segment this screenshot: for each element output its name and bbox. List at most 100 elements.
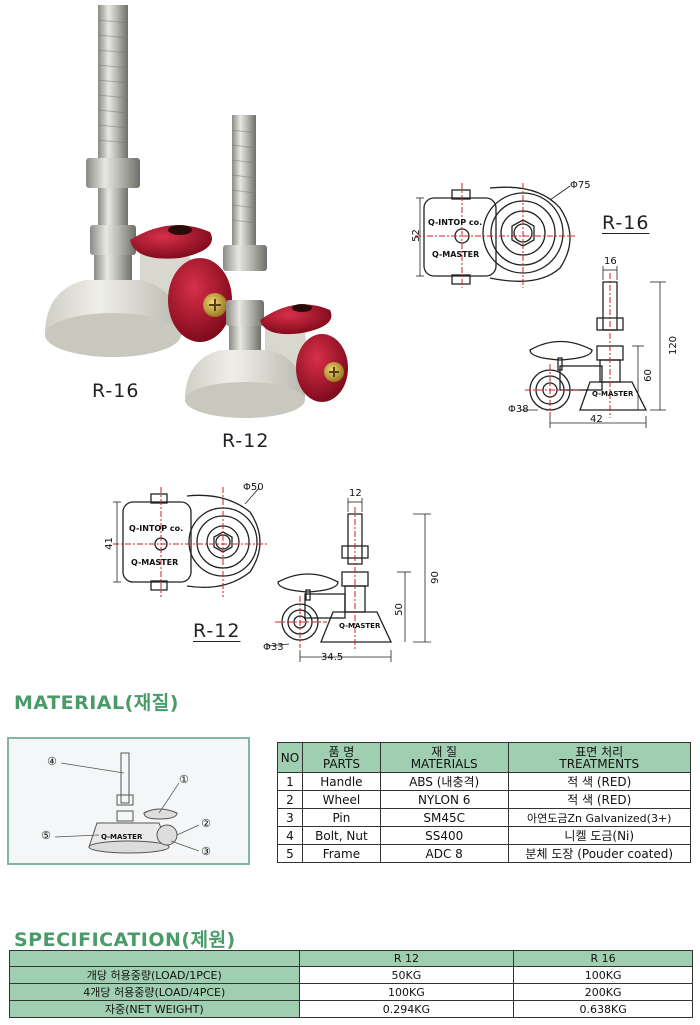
r16-drawing-svg	[415, 183, 666, 428]
cell-no: 2	[277, 790, 303, 809]
photo-label-r16: R-16	[92, 380, 140, 402]
cell-material: SM45C	[379, 808, 509, 827]
r12-dim-base-width: 34.5	[321, 652, 344, 663]
callout-1: ①	[179, 773, 189, 786]
material-diagram-brand: Q-MASTER	[101, 833, 143, 841]
r12-drawing-title: R-12	[193, 620, 241, 642]
spec-row-label: 4개당 허용중량(LOAD/4PCE)	[9, 983, 300, 1001]
r16-side-center-lines	[525, 273, 611, 418]
r12-brand-side: Q-MASTER	[339, 622, 381, 630]
cell-no: 3	[277, 808, 303, 827]
r16-dim-phi-disc: Φ75	[570, 180, 591, 191]
r16-dim-base-width: 42	[590, 414, 603, 425]
cell-no: 4	[277, 826, 303, 845]
spec-header-blank	[9, 950, 300, 967]
product-photo: R-16 R-12	[30, 0, 370, 460]
cell-no: 1	[277, 772, 303, 791]
cell-treatment: 분체 도장 (Pouder coated)	[507, 844, 691, 863]
callout-4: ④	[47, 755, 57, 768]
callout-5: ⑤	[41, 829, 51, 842]
r16-dim-height-top: 52	[410, 229, 422, 242]
r12-side-center-lines	[275, 507, 356, 650]
spec-row-label: 개당 허용중량(LOAD/1PCE)	[9, 966, 300, 984]
spec-cell-r12: 50KG	[298, 966, 515, 984]
r12-center-lines	[113, 487, 267, 597]
product-photo-svg	[45, 5, 348, 418]
cell-part: Pin	[301, 808, 381, 827]
r12-side-dims	[266, 498, 431, 662]
spec-header-r16: R 16	[513, 950, 693, 967]
r16-brand-side: Q-MASTER	[592, 390, 634, 398]
r16-dim-total-height: 120	[668, 335, 680, 356]
spec-cell-r16: 100KG	[513, 966, 693, 984]
cell-part: Wheel	[301, 790, 381, 809]
r12-top-dims	[113, 487, 260, 583]
cell-material: ADC 8	[379, 844, 509, 863]
r16-dim-base-height: 60	[642, 369, 654, 382]
r12-drawing-svg	[113, 487, 431, 662]
table-row: 4 Bolt, Nut SS400 니켈 도금(Ni)	[277, 826, 691, 845]
material-diagram-svg	[54, 752, 200, 854]
callout-2: ②	[201, 817, 211, 830]
material-heading: MATERIAL(재질)	[14, 692, 179, 714]
r12-dim-width-top: 12	[349, 488, 362, 499]
r16-top-dims	[416, 185, 571, 277]
r16-brand-bottom: Q-MASTER	[432, 250, 480, 259]
cell-part: Frame	[301, 844, 381, 863]
r12-dim-phi-disc: Φ50	[243, 482, 264, 493]
specification-table: R 12 R 16 개당 허용중량(LOAD/1PCE) 50KG 100KG …	[9, 950, 693, 1018]
table-row: 1 Handle ABS (내충격) 적 색 (RED)	[277, 772, 691, 791]
table-row: 2 Wheel NYLON 6 적 색 (RED)	[277, 790, 691, 809]
r16-brand-top: Q-INTOP co.	[428, 218, 483, 227]
material-diagram: ④ ① ② ③ ⑤ Q-MASTER	[7, 737, 250, 865]
header-no: NO	[277, 742, 303, 773]
r12-top-view	[122, 493, 261, 591]
table-row: 3 Pin SM45C 아연도금Zn Galvanized(3+)	[277, 808, 691, 827]
r16-dim-phi-wheel: Φ38	[508, 404, 529, 415]
spec-table-header: R 12 R 16	[9, 950, 693, 967]
r12-dim-phi-wheel: Φ33	[263, 642, 284, 653]
cell-no: 5	[277, 844, 303, 863]
r12-dim-height-top: 41	[103, 537, 115, 550]
r16-photo	[45, 5, 232, 357]
table-row: 4개당 허용중량(LOAD/4PCE) 100KG 200KG	[9, 983, 693, 1001]
r16-dim-width-top: 16	[604, 256, 617, 267]
r12-brand-bottom: Q-MASTER	[131, 558, 179, 567]
photo-label-r12: R-12	[222, 430, 270, 452]
cell-part: Handle	[301, 772, 381, 791]
r12-dim-total-height: 90	[429, 571, 441, 584]
r12-brand-top: Q-INTOP co.	[129, 524, 184, 533]
cell-treatment: 적 색 (RED)	[507, 772, 691, 791]
r12-dim-base-height: 50	[393, 603, 405, 616]
cell-treatment: 적 색 (RED)	[507, 790, 691, 809]
spec-row-label: 자중(NET WEIGHT)	[9, 1000, 300, 1018]
r16-center-lines	[415, 183, 575, 288]
cell-material: ABS (내충격)	[379, 772, 509, 791]
r16-drawing-title: R-16	[602, 212, 650, 234]
spec-header-r12: R 12	[298, 950, 515, 967]
cell-part: Bolt, Nut	[301, 826, 381, 845]
spec-cell-r16: 200KG	[513, 983, 693, 1001]
table-row: 개당 허용중량(LOAD/1PCE) 50KG 100KG	[9, 966, 693, 984]
specification-heading: SPECIFICATION(제원)	[14, 929, 236, 951]
r16-side-dims	[520, 266, 666, 428]
cell-treatment: 아연도금Zn Galvanized(3+)	[507, 808, 691, 827]
r12-photo	[185, 115, 348, 418]
table-row: 5 Frame ADC 8 분체 도장 (Pouder coated)	[277, 844, 691, 863]
r12-drawing: Q-INTOP co. Q-MASTER Q-MASTER R-12 Φ50 4…	[95, 482, 455, 672]
spec-cell-r12: 100KG	[298, 983, 515, 1001]
spec-cell-r12: 0.294KG	[298, 1000, 515, 1018]
cell-treatment: 니켈 도금(Ni)	[507, 826, 691, 845]
table-row: 자중(NET WEIGHT) 0.294KG 0.638KG	[9, 1000, 693, 1018]
r16-drawing: Q-INTOP co. Q-MASTER Q-MASTER R-16 Φ75 5…	[410, 178, 680, 433]
material-diagram-drawing	[88, 752, 178, 854]
cell-material: NYLON 6	[379, 790, 509, 809]
material-diagram-leaders	[54, 762, 200, 852]
spec-cell-r16: 0.638KG	[513, 1000, 693, 1018]
callout-3: ③	[201, 845, 211, 858]
